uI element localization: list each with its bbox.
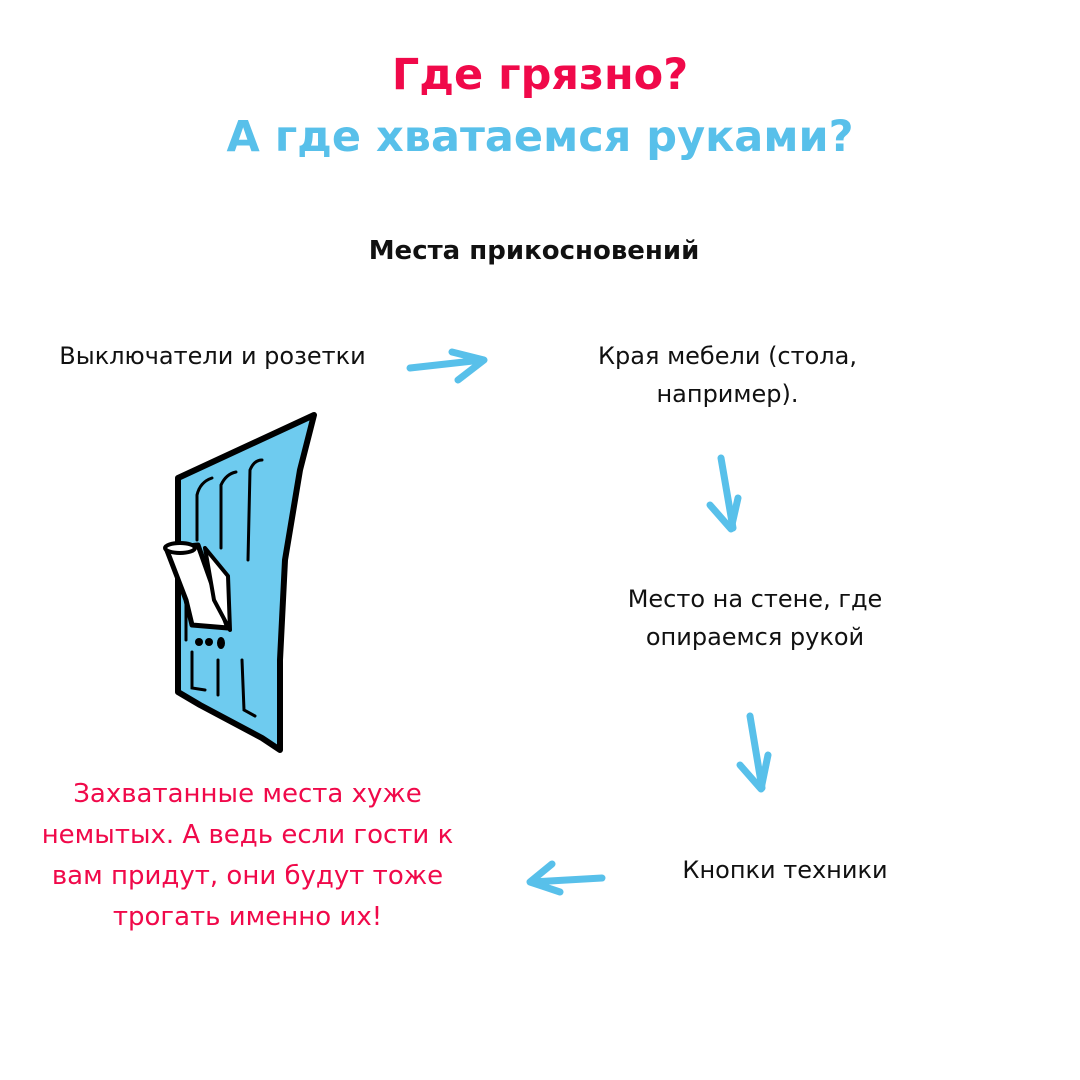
section-subtitle: Места прикосновений <box>368 236 700 266</box>
item-furniture-edges: Края мебели (стола, например). <box>598 342 857 408</box>
arrow-down-icon <box>706 454 742 533</box>
light-switch-illustration <box>163 412 317 753</box>
arrow-down-icon <box>736 712 772 793</box>
arrow-left-icon <box>526 860 606 896</box>
item-appliance-buttons: Кнопки техники <box>682 856 888 884</box>
arrow-right-icon <box>406 348 488 384</box>
warning-note: Захватанные места хуже немытых. А ведь е… <box>41 779 454 932</box>
title-line-2: А где хватаемся руками? <box>226 112 854 162</box>
item-switches: Выключатели и розетки <box>59 342 366 370</box>
title-line-1: Где грязно? <box>391 50 689 100</box>
item-wall-spot: Место на стене, где опираемся рукой <box>627 585 883 651</box>
